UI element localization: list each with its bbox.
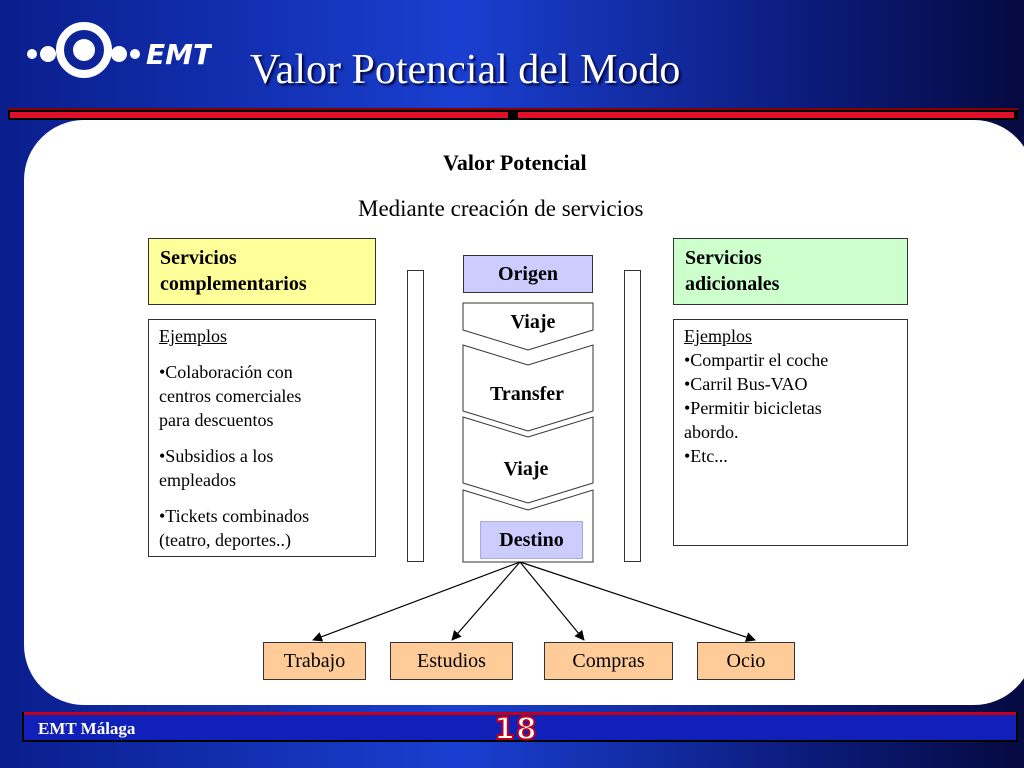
- arrow-to-trabajo: [312, 561, 521, 642]
- left-examples-label: Ejemplos: [159, 326, 227, 346]
- right-examples-box: Ejemplos •Compartir el coche •Carril Bus…: [673, 319, 908, 546]
- flow-transfer-label: Transfer: [489, 383, 565, 405]
- logo-dot-icon: [27, 49, 37, 59]
- right-examples-label: Ejemplos: [684, 326, 752, 346]
- flow-destino-label: Destino: [499, 529, 564, 551]
- right-header-line2: adicionales: [685, 273, 780, 295]
- left-example-2-line1: •Subsidios a los: [159, 446, 274, 466]
- left-example-3-line2: (teatro, deportes..): [159, 530, 291, 550]
- dest-compras-label: Compras: [572, 650, 645, 672]
- right-example-3: •Permitir bicicletas: [684, 398, 822, 418]
- chevron-viaje-2: [462, 416, 594, 504]
- dest-estudios: Estudios: [390, 642, 513, 680]
- right-header-line1: Servicios: [685, 247, 762, 269]
- bottom-bar: [22, 712, 1018, 742]
- flow-viaje-2-label: Viaje: [503, 458, 549, 480]
- page-number: 18: [493, 711, 538, 748]
- left-header-box: Servicios complementarios: [148, 238, 376, 305]
- left-header-line2: complementarios: [160, 273, 307, 295]
- page-title: Valor Potencial del Modo: [250, 47, 681, 93]
- dest-ocio: Ocio: [697, 642, 795, 680]
- chevron-transfer: [462, 344, 594, 432]
- right-example-3-cont: abordo.: [684, 422, 739, 442]
- logo-text: EMT: [146, 38, 212, 71]
- right-example-4: •Etc...: [684, 446, 728, 466]
- arrow-to-compras: [519, 561, 585, 641]
- dest-trabajo-label: Trabajo: [283, 650, 346, 672]
- logo-dot-icon: [130, 49, 140, 59]
- diagram-subheading: Mediante creación de servicios: [358, 196, 644, 221]
- dest-ocio-label: Ocio: [726, 650, 766, 672]
- dest-estudios-label: Estudios: [417, 650, 486, 672]
- diagram-heading: Valor Potencial: [443, 150, 587, 175]
- logo-dot-icon: [40, 46, 56, 62]
- right-example-1: •Compartir el coche: [684, 350, 829, 370]
- logo-dot-icon: [111, 46, 127, 62]
- flow-origen-label: Origen: [498, 263, 558, 285]
- flow-viaje-1-label: Viaje: [510, 311, 556, 333]
- right-vertical-bar: [624, 270, 641, 562]
- left-vertical-bar: [407, 270, 424, 562]
- arrow-to-ocio: [519, 561, 756, 642]
- right-header-box: Servicios adicionales: [673, 238, 908, 305]
- left-header-line1: Servicios: [160, 247, 237, 269]
- left-example-1-line3: para descuentos: [159, 410, 274, 430]
- emt-logo: EMT: [27, 22, 212, 78]
- logo-ring-icon: [56, 22, 112, 78]
- top-divider: [8, 108, 1018, 120]
- logo-center-icon: [73, 39, 95, 61]
- flow-destino: Destino: [480, 521, 583, 559]
- footer-company: EMT Málaga: [38, 719, 136, 738]
- chevron-viaje-1: [462, 302, 594, 351]
- dest-compras: Compras: [544, 642, 673, 680]
- left-example-2-line2: empleados: [159, 470, 236, 490]
- arrow-to-estudios: [451, 561, 521, 641]
- left-example-1-line1: •Colaboración con: [159, 362, 293, 382]
- left-examples-box: Ejemplos •Colaboración con centros comer…: [148, 319, 376, 557]
- right-example-2: •Carril Bus-VAO: [684, 374, 808, 394]
- left-example-1-line2: centros comerciales: [159, 386, 302, 406]
- left-example-3-line1: •Tickets combinados: [159, 506, 310, 526]
- dest-trabajo: Trabajo: [263, 642, 366, 680]
- flow-origen: Origen: [463, 255, 593, 293]
